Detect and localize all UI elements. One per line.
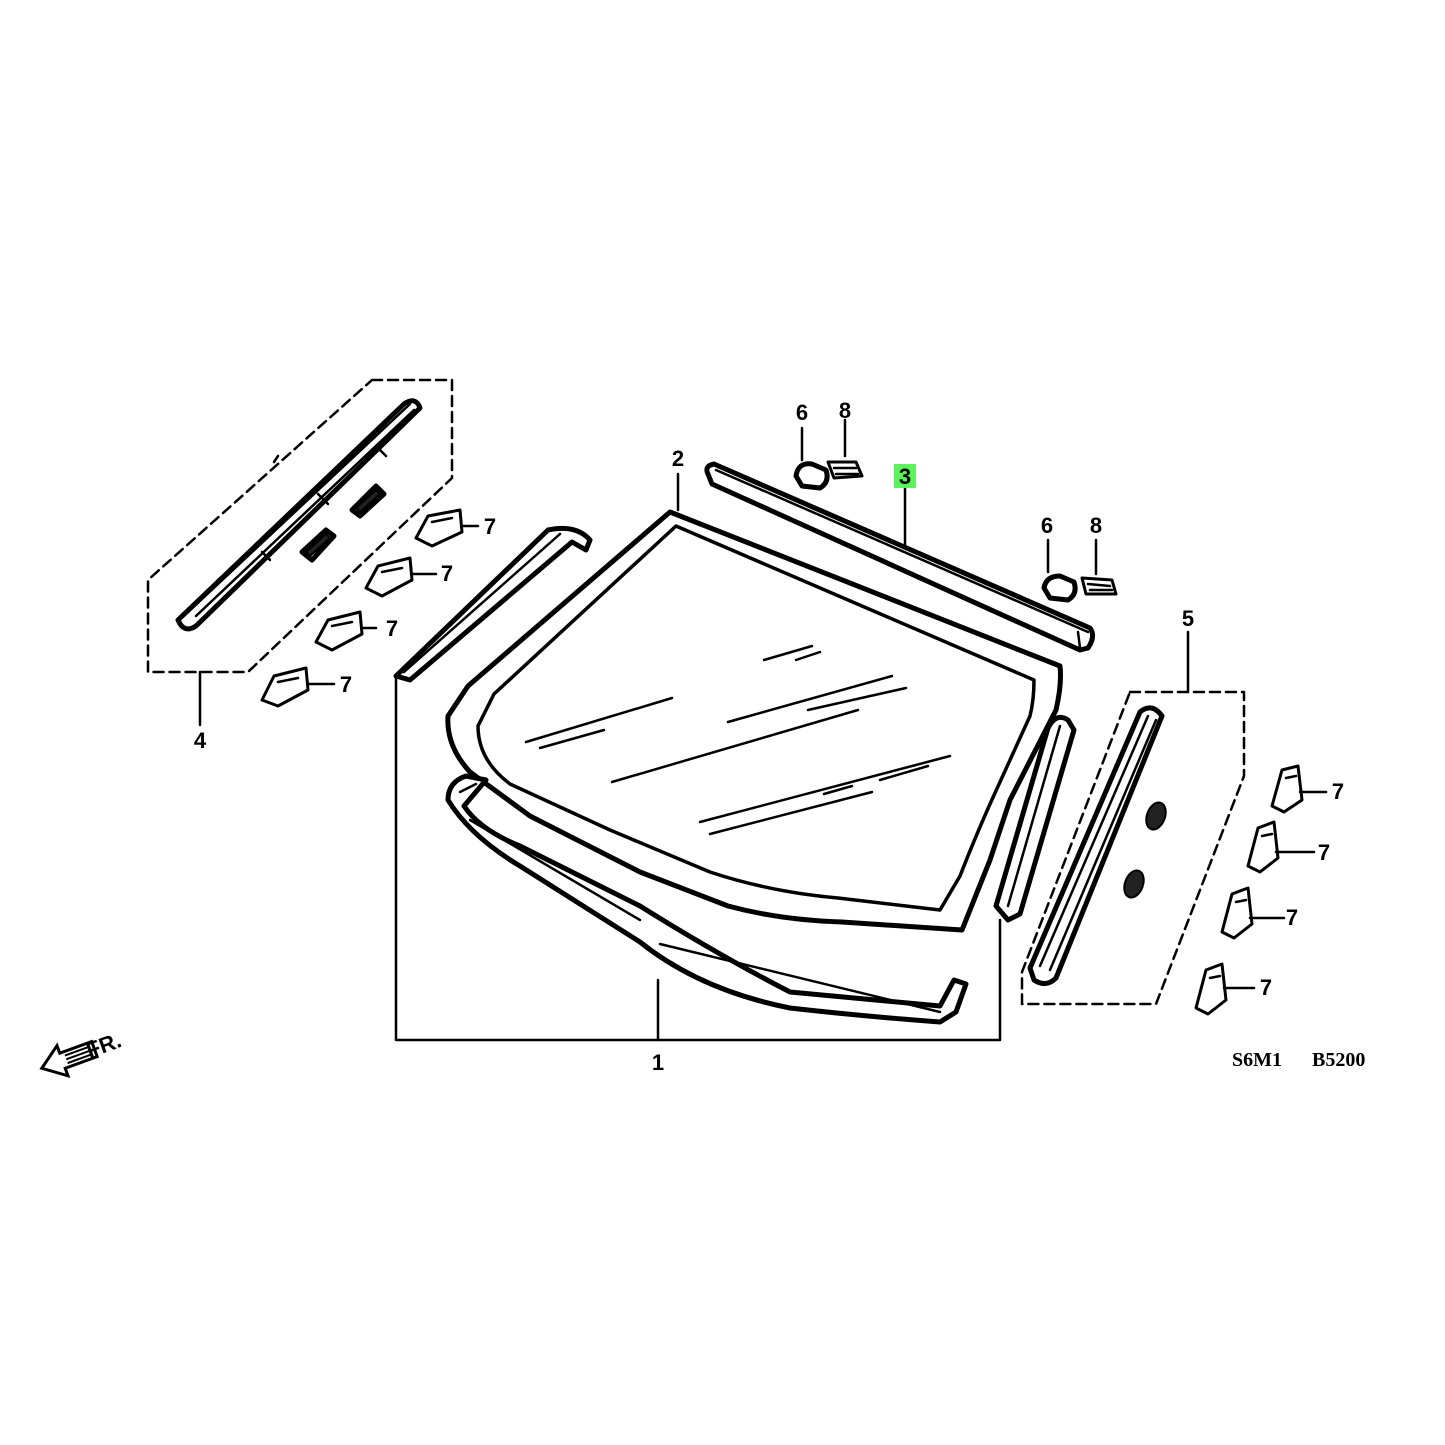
upper-molding	[704, 461, 1096, 653]
callout-7-right-1: 7	[1332, 779, 1344, 804]
part-8-lower	[1080, 538, 1118, 596]
right-side-molding	[1027, 705, 1165, 986]
callout-2: 2	[672, 446, 684, 471]
right-fastener-a	[1145, 801, 1167, 831]
left-fastener-b	[349, 483, 387, 519]
callout-7-right-3: 7	[1286, 905, 1298, 930]
part-8-upper	[826, 418, 864, 480]
callout-7-right-4: 7	[1260, 975, 1272, 1000]
diagram-ref-code: B5200	[1312, 1049, 1365, 1071]
callout-7-left-3: 7	[386, 616, 398, 641]
callout-3-highlight	[894, 464, 916, 488]
left-clip-4	[260, 666, 336, 708]
callout-6-lower: 6	[1041, 513, 1053, 538]
front-label: FR.	[83, 1027, 125, 1063]
callout-8-upper: 8	[839, 398, 851, 423]
part-5-group	[1020, 630, 1246, 1006]
right-fastener-b	[1123, 869, 1145, 899]
part-6-lower	[1041, 538, 1078, 603]
callout-6-upper: 6	[796, 400, 808, 425]
part-1-left-strip	[393, 525, 593, 683]
callout-8-lower: 8	[1090, 513, 1102, 538]
left-clip-3	[314, 610, 378, 652]
left-clip-1	[414, 508, 480, 548]
right-clip-3	[1220, 886, 1286, 940]
callout-4: 4	[194, 728, 207, 753]
front-direction-indicator: FR.	[39, 1027, 125, 1079]
callout-3: 3	[899, 464, 911, 489]
part-4-group	[146, 378, 454, 727]
part-1-right-strip	[993, 714, 1077, 923]
callout-7-left-4: 7	[340, 672, 352, 697]
part-1-bottom-strip	[445, 773, 969, 1025]
left-side-molding	[175, 398, 423, 632]
part-6-upper	[793, 426, 830, 491]
callout-1: 1	[652, 1050, 664, 1075]
left-fastener-a	[299, 527, 337, 563]
right-clip-1	[1270, 764, 1328, 814]
left-clip-2	[364, 556, 438, 598]
model-code: S6M1	[1232, 1049, 1282, 1071]
arrow-left-icon	[39, 1039, 100, 1079]
right-clip-4	[1194, 962, 1256, 1016]
callout-7-left-2: 7	[441, 561, 453, 586]
right-clip-2	[1246, 820, 1316, 874]
callout-5: 5	[1182, 606, 1194, 631]
windshield-glass	[445, 509, 1063, 933]
callout-7-right-2: 7	[1318, 840, 1330, 865]
callout-7-left-1: 7	[484, 514, 496, 539]
